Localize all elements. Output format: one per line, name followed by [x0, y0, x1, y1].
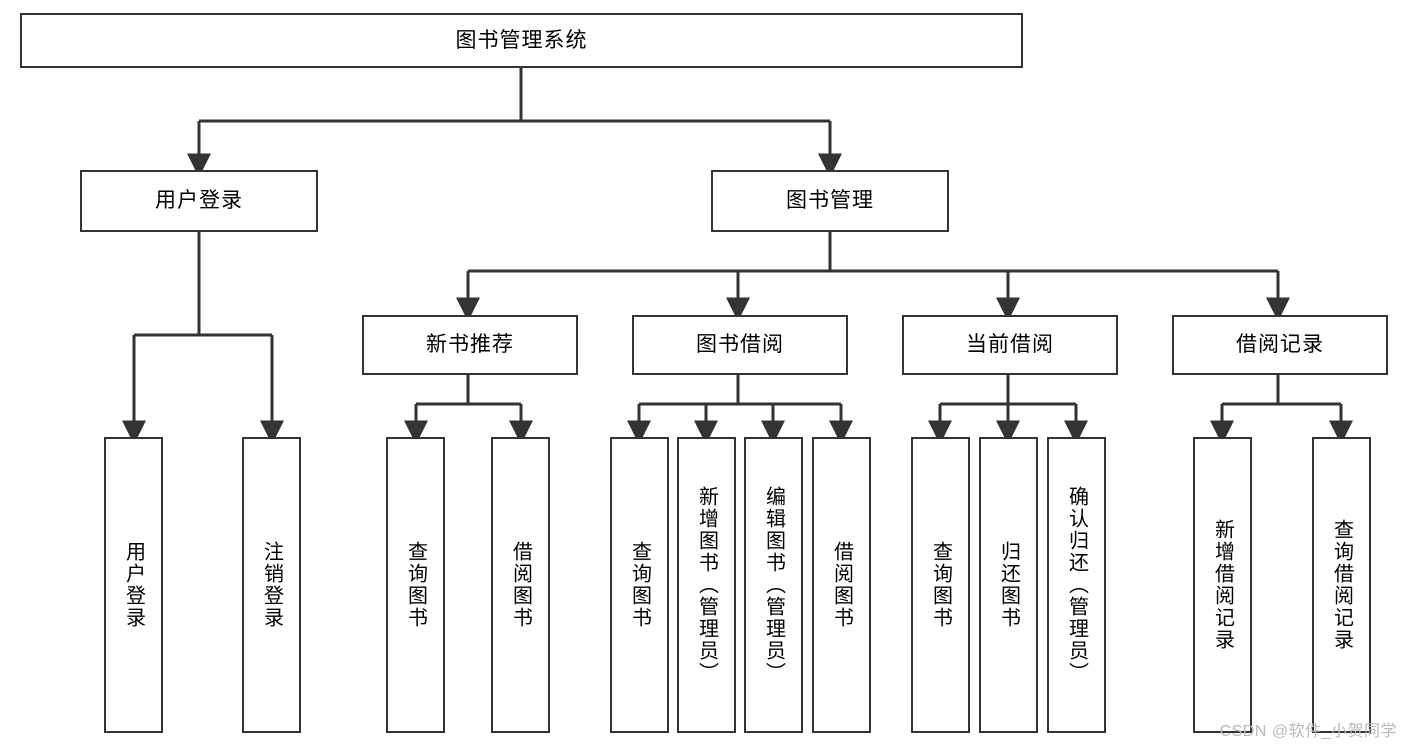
node-leaf-query-book-2[interactable]: 查询图书 — [610, 437, 669, 733]
node-new-book-recommend-label: 新书推荐 — [426, 333, 514, 357]
node-user-login-label: 用户登录 — [155, 189, 243, 213]
node-leaf-add-record[interactable]: 新增借阅记录 — [1193, 437, 1252, 733]
node-user-login[interactable]: 用户登录 — [80, 170, 318, 232]
node-leaf-query-book-1-label: 查询图书 — [404, 541, 427, 629]
node-leaf-add-record-label: 新增借阅记录 — [1211, 519, 1234, 651]
node-leaf-query-book-1[interactable]: 查询图书 — [386, 437, 445, 733]
node-leaf-confirm-return[interactable]: 确认归还（管理员） — [1047, 437, 1106, 733]
node-book-borrow-label: 图书借阅 — [696, 333, 784, 357]
node-leaf-return-book[interactable]: 归还图书 — [979, 437, 1038, 733]
node-book-management-label: 图书管理 — [786, 189, 874, 213]
node-borrow-record-label: 借阅记录 — [1236, 333, 1324, 357]
node-leaf-user-login-label: 用户登录 — [122, 541, 145, 629]
node-leaf-user-login[interactable]: 用户登录 — [104, 437, 163, 733]
node-root[interactable]: 图书管理系统 — [20, 13, 1023, 68]
node-root-label: 图书管理系统 — [455, 28, 588, 52]
node-leaf-borrow-book-1[interactable]: 借阅图书 — [491, 437, 550, 733]
csdn-watermark: CSDN @软件_小贺同学 — [1219, 723, 1397, 740]
node-leaf-confirm-return-label: 确认归还（管理员） — [1065, 486, 1088, 684]
node-current-borrow[interactable]: 当前借阅 — [902, 315, 1118, 375]
node-leaf-user-logout-label: 注销登录 — [260, 541, 283, 629]
node-leaf-query-book-3[interactable]: 查询图书 — [911, 437, 970, 733]
node-new-book-recommend[interactable]: 新书推荐 — [362, 315, 578, 375]
node-book-borrow[interactable]: 图书借阅 — [632, 315, 848, 375]
node-leaf-borrow-book-2[interactable]: 借阅图书 — [812, 437, 871, 733]
node-leaf-return-book-label: 归还图书 — [997, 541, 1020, 629]
node-current-borrow-label: 当前借阅 — [966, 333, 1054, 357]
node-leaf-query-book-2-label: 查询图书 — [628, 541, 651, 629]
node-leaf-query-record-label: 查询借阅记录 — [1330, 519, 1353, 651]
node-leaf-query-record[interactable]: 查询借阅记录 — [1312, 437, 1371, 733]
node-leaf-add-book[interactable]: 新增图书（管理员） — [677, 437, 736, 733]
node-leaf-borrow-book-1-label: 借阅图书 — [509, 541, 532, 629]
node-leaf-edit-book-label: 编辑图书（管理员） — [762, 486, 785, 684]
node-borrow-record[interactable]: 借阅记录 — [1172, 315, 1388, 375]
node-leaf-query-book-3-label: 查询图书 — [929, 541, 952, 629]
node-leaf-user-logout[interactable]: 注销登录 — [242, 437, 301, 733]
node-leaf-borrow-book-2-label: 借阅图书 — [830, 541, 853, 629]
node-leaf-add-book-label: 新增图书（管理员） — [695, 486, 718, 684]
node-book-management[interactable]: 图书管理 — [711, 170, 949, 232]
node-leaf-edit-book[interactable]: 编辑图书（管理员） — [744, 437, 803, 733]
